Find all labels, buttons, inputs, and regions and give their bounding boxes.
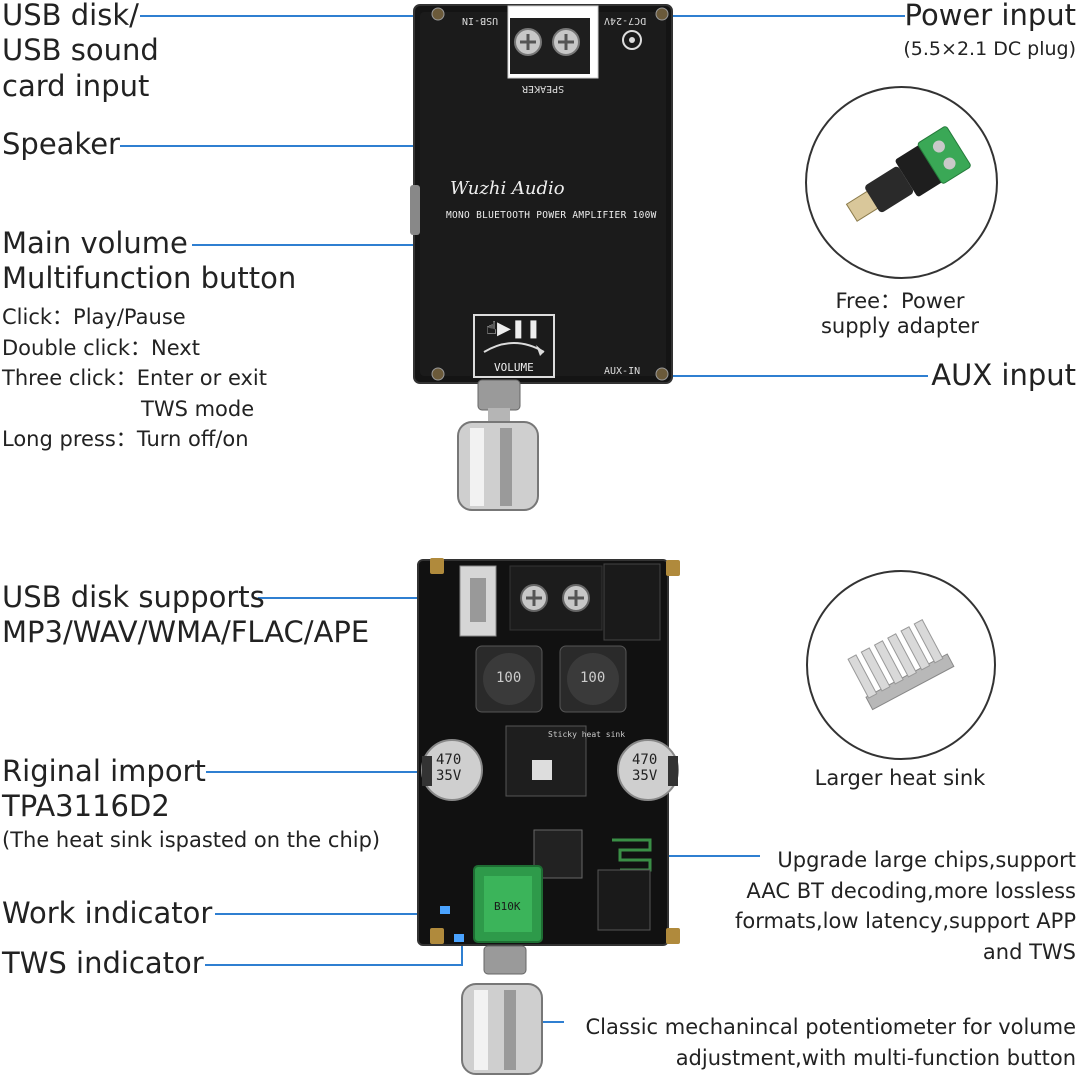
chip-label: Riginal import TPA3116D2	[2, 754, 206, 824]
action-tws-mode: TWS mode	[141, 396, 255, 421]
button-actions-list: Click：Play/Pause Double click：Next Three…	[2, 302, 267, 455]
chip-note: (The heat sink ispasted on the chip)	[2, 828, 381, 852]
play-pause-silk-icon: ☝▶❚❚	[486, 318, 541, 339]
board-brand: Wuzhi Audio	[450, 178, 565, 199]
main-volume-label: Main volume Multifunction button	[2, 226, 297, 296]
power-adapter-image	[805, 86, 998, 279]
power-input-label: Power input	[904, 0, 1077, 32]
callout-tws-indicator	[205, 940, 463, 966]
action-double-click: Double click：Next	[2, 335, 200, 360]
heat-sink-caption: Larger heat sink	[814, 766, 986, 790]
heat-sink-image	[806, 570, 996, 760]
heat-sink-note: Sticky heat sink	[548, 730, 626, 739]
usb-input-label: USB disk/ USB sound card input	[2, 0, 159, 103]
tws-indicator-label: TWS indicator	[2, 946, 204, 980]
potentiometer-label: Classic mechanincal potentiometer for vo…	[585, 1015, 1076, 1070]
board-model: MONO BLUETOOTH POWER AMPLIFIER 100W	[446, 210, 657, 221]
inductor-label-2: 100	[580, 670, 606, 686]
work-indicator-label: Work indicator	[2, 896, 213, 930]
speaker-label: Speaker	[2, 127, 120, 161]
action-click: Click：Play/Pause	[2, 305, 186, 329]
power-plug-label: (5.5×2.1 DC plug)	[903, 38, 1076, 60]
dc-adapter-icon	[845, 126, 971, 222]
usb-formats-label: USB disk supports MP3/WAV/WMA/FLAC/APE	[2, 580, 370, 650]
aux-input-label: AUX input	[931, 358, 1076, 392]
pot-label: B10K	[494, 900, 521, 913]
heat-sink-icon	[847, 619, 955, 711]
bt-chip-label: Upgrade large chips,support AAC BT decod…	[734, 848, 1076, 964]
action-three-click: Three click：Enter or exit	[2, 366, 267, 390]
inductor-label-1: 100	[496, 670, 522, 686]
silk-volume: VOLUME	[494, 361, 534, 374]
silk-aux-in: AUX-IN	[604, 366, 641, 377]
action-long-press: Long press：Turn off/on	[2, 427, 249, 451]
adapter-caption: Free：Power supply adapter	[820, 289, 980, 338]
